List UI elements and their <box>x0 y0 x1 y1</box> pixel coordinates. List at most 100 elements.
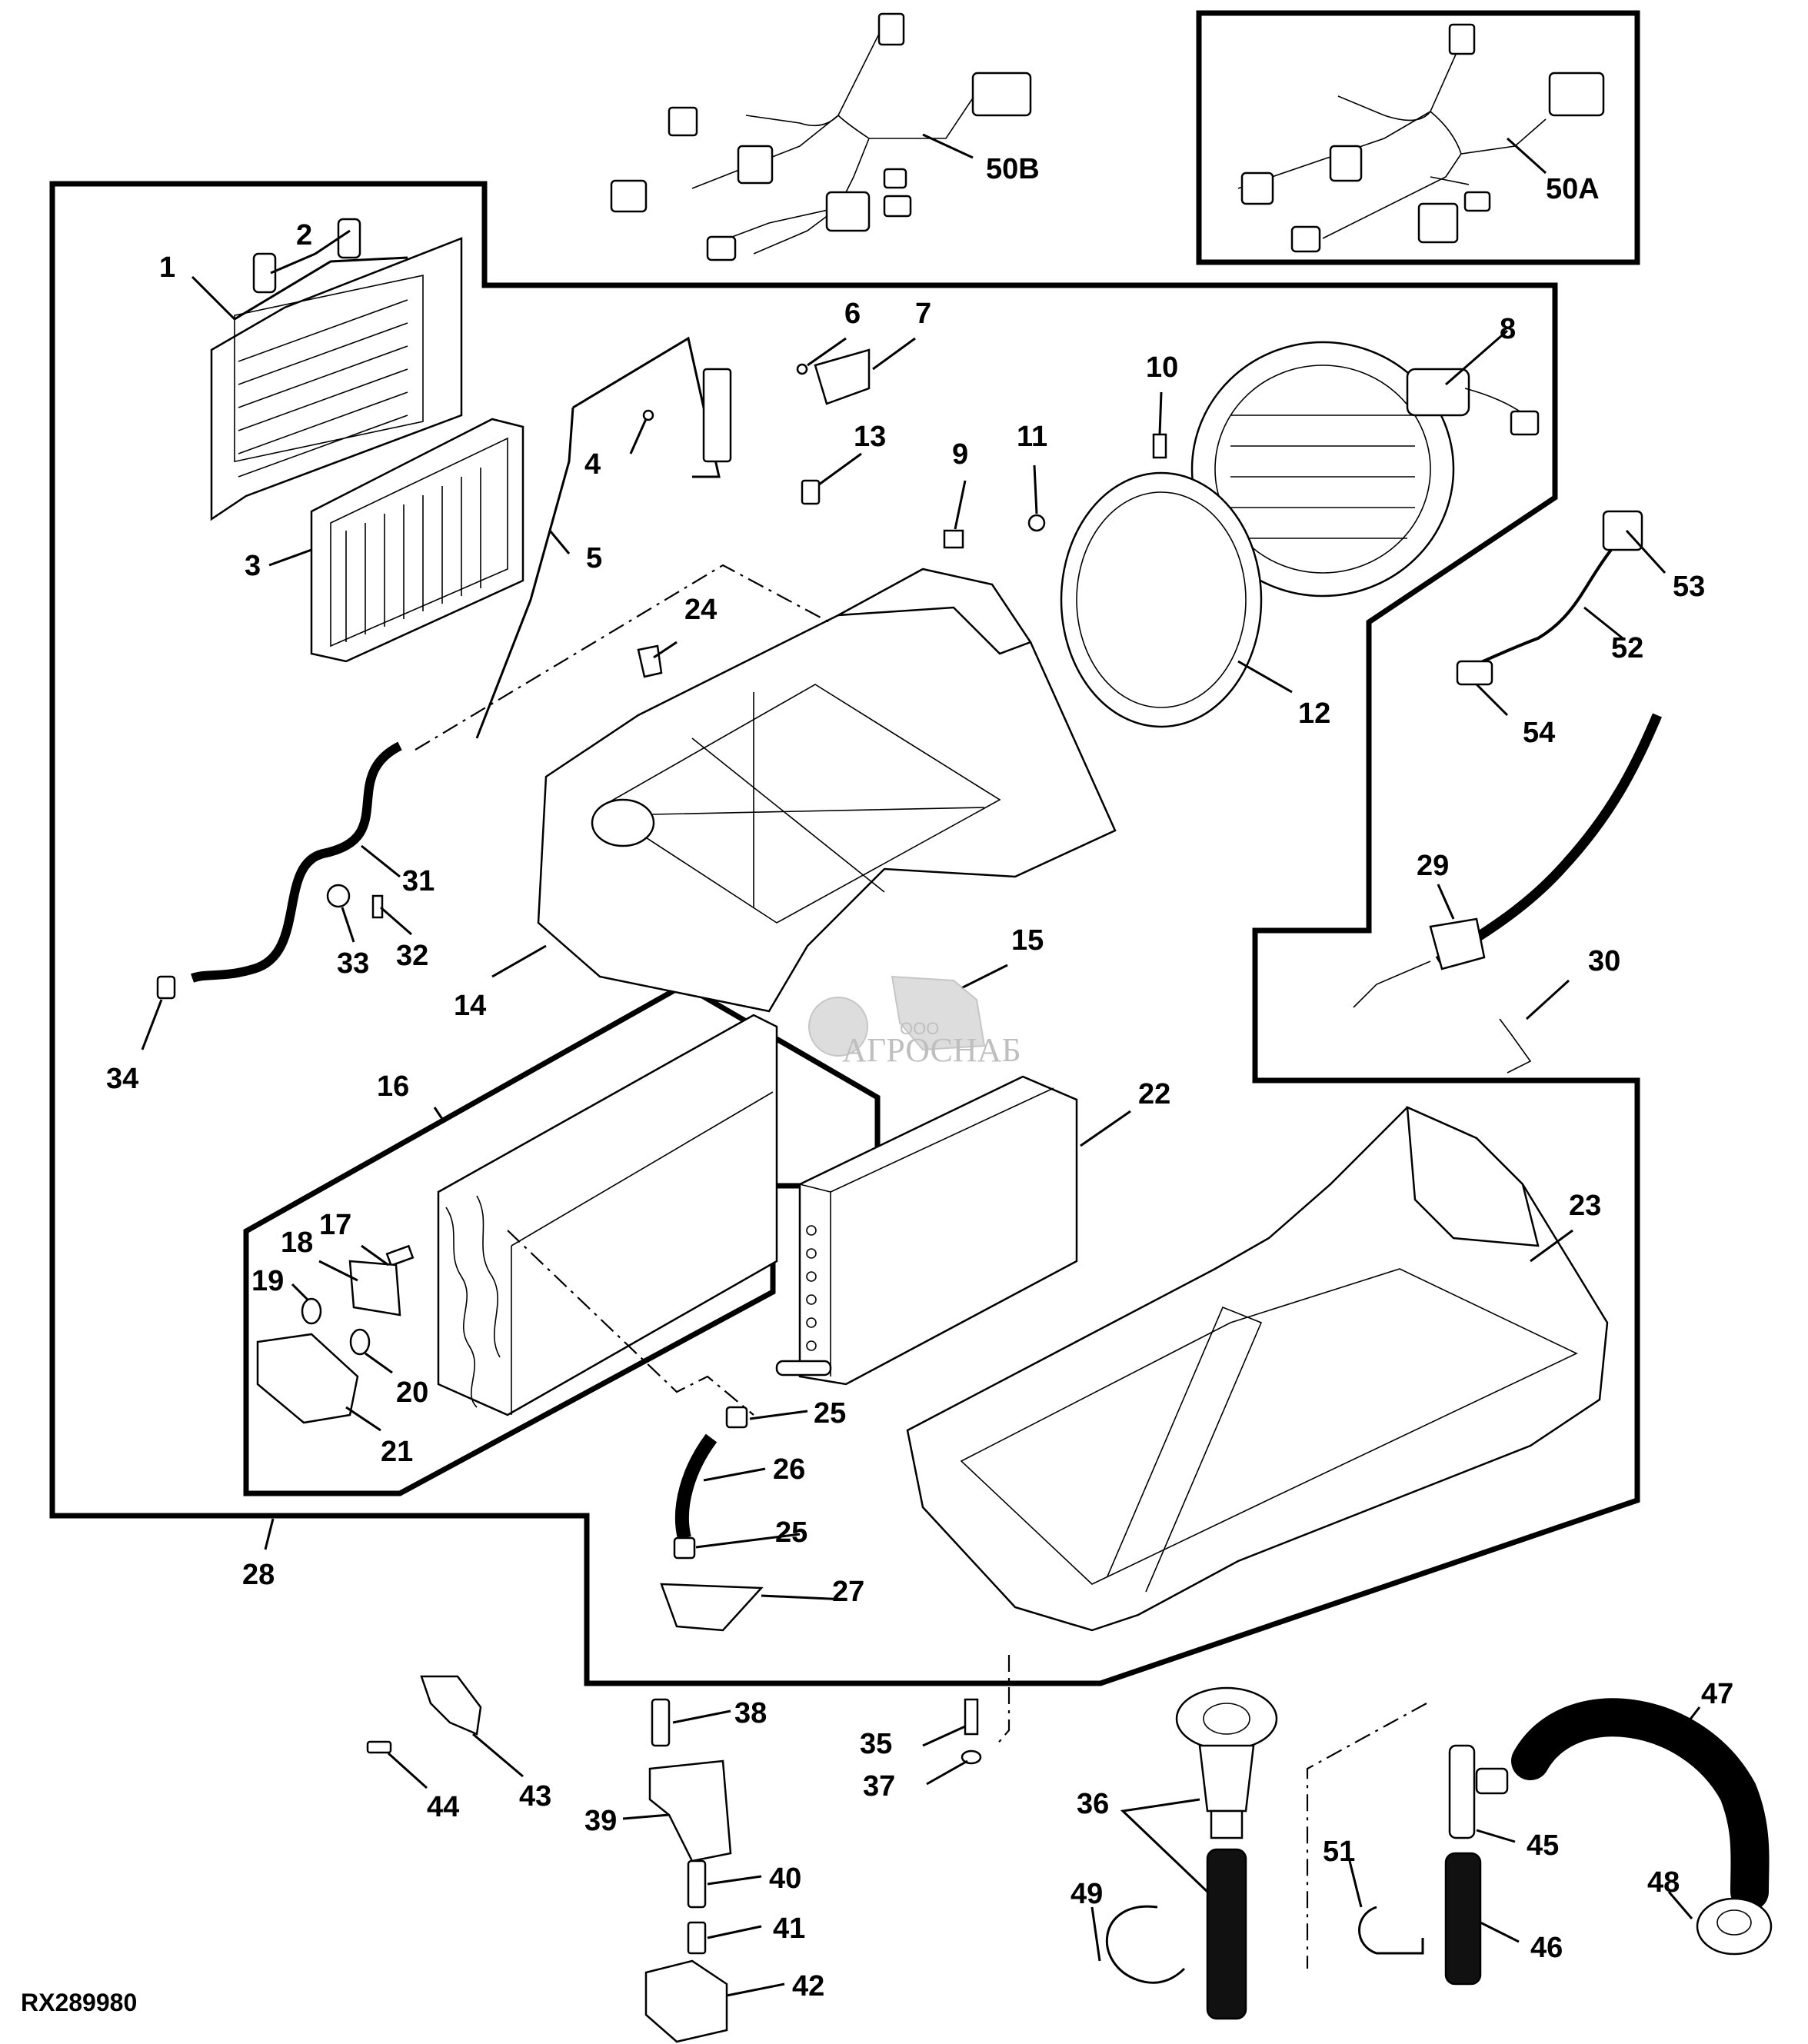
callout-41: 41 <box>773 1913 805 1945</box>
upper-blower-housing <box>537 568 1117 1013</box>
callout-10: 10 <box>1146 351 1178 384</box>
bolt-icon <box>385 1244 415 1267</box>
heater-hose <box>675 1433 718 1540</box>
connector-icon <box>825 191 871 232</box>
screw-icon <box>796 363 808 375</box>
screw-icon <box>366 1740 392 1754</box>
connector-icon <box>668 106 698 137</box>
callout-20: 20 <box>396 1377 428 1409</box>
callout-43: 43 <box>519 1780 551 1813</box>
corrugated-drain-hose <box>191 741 402 983</box>
callout-32: 32 <box>396 940 428 972</box>
valve-bracket <box>348 1260 401 1317</box>
callout-44: 44 <box>427 1791 459 1823</box>
lower-evaporator-housing <box>906 1106 1609 1632</box>
callout-3: 3 <box>245 550 261 582</box>
hose-clamp-icon <box>673 1536 696 1560</box>
connector-icon <box>1417 202 1459 244</box>
callout-30: 30 <box>1588 945 1620 977</box>
connector-icon <box>610 179 648 213</box>
connector-icon <box>1602 510 1643 551</box>
connector-icon <box>1448 23 1476 55</box>
callout-47: 47 <box>1701 1678 1733 1710</box>
relay-icon <box>737 145 774 185</box>
recirculation-grille <box>210 237 463 521</box>
resistor-bracket <box>814 348 871 405</box>
connector-icon <box>1290 225 1321 253</box>
callout-24: 24 <box>684 594 717 626</box>
callout-18: 18 <box>281 1227 313 1259</box>
hose-clip <box>1358 1906 1424 1955</box>
line-clip <box>1499 1018 1532 1074</box>
callout-21: 21 <box>381 1436 413 1468</box>
hose-clamp-icon <box>725 1406 748 1429</box>
connector-icon <box>1463 191 1491 212</box>
mounting-block <box>420 1675 482 1736</box>
temperature-sensor <box>702 368 732 463</box>
callout-45: 45 <box>1527 1829 1559 1862</box>
bolt-icon <box>651 1698 671 1747</box>
watermark-prefix: ООО <box>900 1019 939 1038</box>
callout-labels: 1 2 3 4 5 6 7 8 9 10 11 12 13 14 15 16 1… <box>106 153 1733 2002</box>
figure-id: RX289980 <box>21 1989 137 2016</box>
callout-27: 27 <box>832 1576 864 1608</box>
wiring-harness-50a <box>1237 23 1605 253</box>
callout-16: 16 <box>377 1070 409 1103</box>
callout-31: 31 <box>402 865 435 897</box>
callout-37: 37 <box>863 1770 895 1803</box>
callout-7: 7 <box>915 298 931 330</box>
water-valve <box>660 1583 764 1632</box>
callout-12: 12 <box>1298 697 1330 730</box>
mounting-bracket <box>648 1759 732 1863</box>
wiring-harness-50b <box>610 12 1032 261</box>
screw-icon <box>642 409 654 421</box>
connector-icon <box>1548 72 1605 117</box>
o-ring-icon <box>349 1328 371 1356</box>
blower-motor-assembly <box>1190 341 1540 598</box>
retaining-ring <box>1105 1905 1186 1984</box>
main-assembly-outline <box>49 181 1640 1686</box>
callout-13: 13 <box>854 421 886 453</box>
callout-4: 4 <box>584 448 601 481</box>
callout-39: 39 <box>584 1805 617 1837</box>
valve-stem-icon <box>687 1921 707 1955</box>
callout-14: 14 <box>454 990 486 1022</box>
connector-icon <box>883 195 912 218</box>
callout-22: 22 <box>1138 1078 1170 1110</box>
bolt-icon <box>687 1859 707 1909</box>
wire-lead <box>1464 548 1613 671</box>
drain-tee-and-hoses <box>1444 1698 1773 1986</box>
callout-19: 19 <box>251 1265 284 1297</box>
connector-icon <box>971 72 1032 117</box>
callout-29: 29 <box>1417 850 1449 882</box>
harness-50a-box <box>1196 10 1640 265</box>
evaporator-core <box>437 1014 778 1416</box>
callout-42: 42 <box>792 1970 824 2002</box>
callout-25a: 25 <box>814 1397 846 1430</box>
heater-core <box>775 1075 1078 1386</box>
callout-54: 54 <box>1523 717 1555 749</box>
callout-49: 49 <box>1070 1878 1103 1910</box>
connector-icon <box>1240 171 1274 205</box>
callout-46: 46 <box>1530 1932 1563 1964</box>
hose-clamp-icon <box>326 884 351 908</box>
blower-mounting-ring <box>1060 471 1263 728</box>
callout-33: 33 <box>337 947 369 980</box>
connector-icon <box>883 168 907 189</box>
gear-logo-icon <box>808 997 868 1057</box>
drain-fitting-icon <box>156 975 176 1000</box>
air-filter <box>310 418 524 663</box>
callout-50a: 50A <box>1546 173 1600 205</box>
connector-icon <box>706 235 737 261</box>
callout-53: 53 <box>1673 571 1705 603</box>
callout-8: 8 <box>1500 313 1516 345</box>
combine-harvester-icon <box>891 975 986 1051</box>
heater-core-tube-holes <box>806 1225 817 1351</box>
o-ring-icon <box>301 1297 322 1325</box>
callout-1: 1 <box>159 251 175 284</box>
callout-17: 17 <box>319 1209 351 1241</box>
clip-nut-icon <box>943 529 964 549</box>
expansion-valve <box>256 1333 359 1424</box>
housing-clip <box>637 644 663 678</box>
